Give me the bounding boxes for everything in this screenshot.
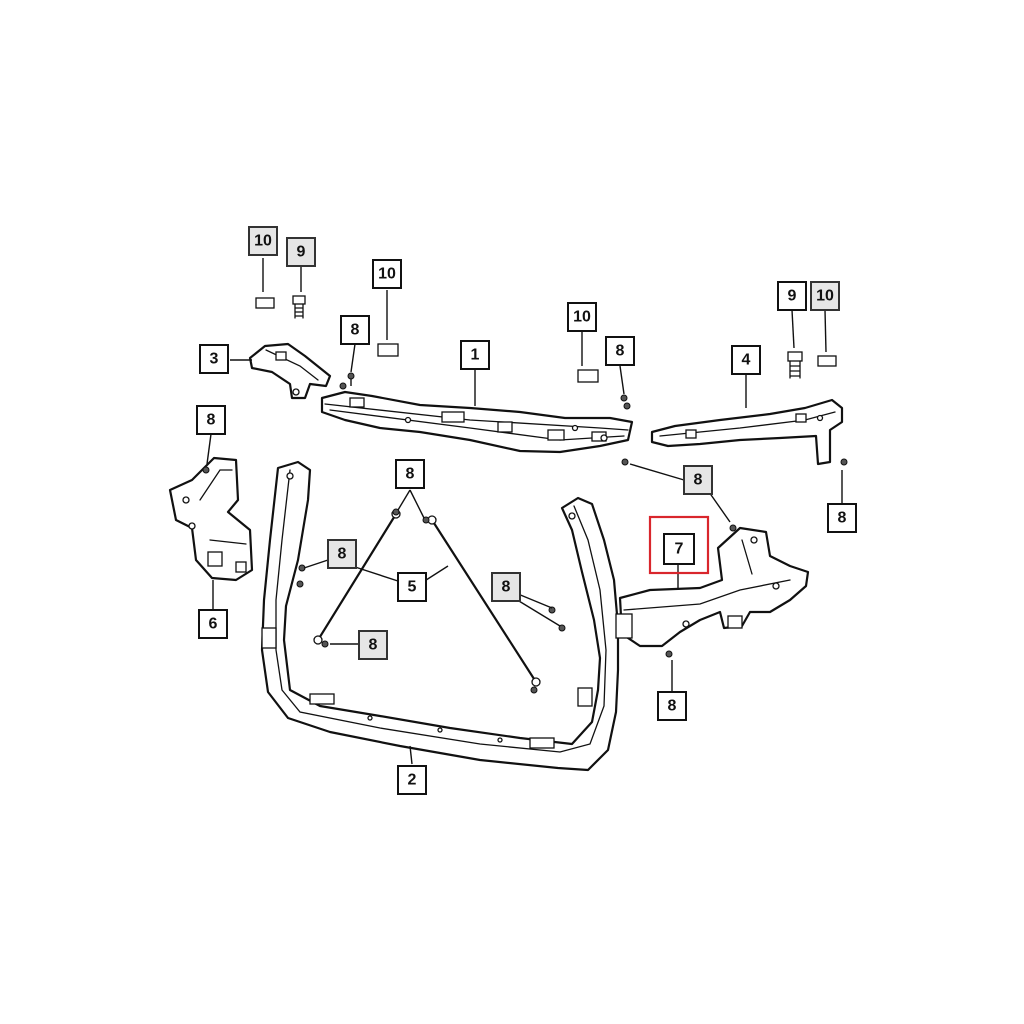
- svg-text:10: 10: [378, 266, 396, 283]
- svg-text:3: 3: [210, 351, 219, 368]
- clip-10-left: [255, 297, 275, 309]
- screw-8-rod-right: [530, 686, 538, 694]
- callout-4: 4: [731, 345, 761, 375]
- svg-text:8: 8: [338, 546, 347, 563]
- svg-text:6: 6: [209, 616, 218, 633]
- part-3-left-upper-bracket: [248, 342, 332, 400]
- callout-9: 9: [286, 237, 316, 267]
- screw-8-rod-left: [321, 640, 329, 648]
- svg-text:7: 7: [675, 541, 684, 558]
- svg-text:8: 8: [694, 472, 703, 489]
- svg-text:10: 10: [816, 288, 834, 305]
- screw-8-right-bracket: [840, 458, 848, 466]
- callout-10: 10: [372, 259, 402, 289]
- screw-8-part7-bottom: [665, 650, 673, 658]
- callout-8: 8: [327, 539, 357, 569]
- part-5-support-rods: [313, 509, 541, 687]
- callout-3: 3: [199, 344, 229, 374]
- callout-8: 8: [657, 691, 687, 721]
- screw-8-rod-top-left: [392, 508, 400, 516]
- svg-text:1: 1: [471, 347, 480, 364]
- clip-10-center-left: [377, 343, 399, 357]
- leader-lines: [206, 258, 843, 765]
- svg-text:8: 8: [668, 698, 677, 715]
- screw-8-top-right: [620, 394, 631, 410]
- part-4-right-upper-bracket: [650, 398, 844, 466]
- svg-text:8: 8: [207, 412, 216, 429]
- screw-8-top-left: [339, 372, 355, 390]
- part-2-lower-frame: [260, 460, 620, 772]
- svg-text:10: 10: [573, 309, 591, 326]
- callout-8: 8: [395, 459, 425, 489]
- callout-labels: 10 9 10 8 3 1 10 8 4 9 10 8 8 8 8 7 8 5 …: [196, 226, 857, 795]
- part-6-left-lower-bracket: [168, 456, 254, 582]
- callout-1: 1: [460, 340, 490, 370]
- svg-text:8: 8: [616, 343, 625, 360]
- svg-text:8: 8: [351, 322, 360, 339]
- callout-7: 7: [648, 515, 710, 575]
- screw-8-frame-left-lower: [296, 580, 304, 588]
- svg-text:8: 8: [406, 466, 415, 483]
- svg-text:9: 9: [297, 244, 306, 261]
- callout-8: 8: [491, 572, 521, 602]
- callout-2: 2: [397, 765, 427, 795]
- screw-8-rod-top-right: [422, 516, 430, 524]
- svg-text:8: 8: [838, 510, 847, 527]
- callout-8: 8: [683, 465, 713, 495]
- callout-8: 8: [196, 405, 226, 435]
- callout-8: 8: [340, 315, 370, 345]
- callout-6: 6: [198, 609, 228, 639]
- callout-5: 5: [397, 572, 427, 602]
- svg-text:4: 4: [742, 352, 751, 369]
- screw-8-left-bracket: [202, 466, 210, 474]
- callout-8: 8: [605, 336, 635, 366]
- screw-8-part7-top: [729, 524, 737, 532]
- callout-9: 9: [777, 281, 807, 311]
- part-1-upper-crossmember: [320, 390, 634, 454]
- screw-8-frame-right-lower: [558, 624, 566, 632]
- clip-10-right: [817, 355, 837, 367]
- svg-text:8: 8: [369, 637, 378, 654]
- bolt-9-left: [292, 295, 306, 319]
- fasteners: [202, 295, 848, 694]
- callout-10: 10: [248, 226, 278, 256]
- svg-text:9: 9: [788, 288, 797, 305]
- screw-8-frame-right-upper: [548, 606, 556, 614]
- callout-10: 10: [567, 302, 597, 332]
- screw-8-frame-right: [621, 458, 629, 466]
- bolt-9-right: [787, 351, 803, 379]
- callout-10: 10: [810, 281, 840, 311]
- svg-text:10: 10: [254, 233, 272, 250]
- callout-8: 8: [358, 630, 388, 660]
- highlight-frame: [648, 515, 710, 575]
- svg-text:5: 5: [408, 579, 417, 596]
- svg-text:8: 8: [502, 579, 511, 596]
- clip-10-center-right: [577, 369, 599, 383]
- callout-8: 8: [827, 503, 857, 533]
- part-7-right-lower-bracket: [615, 526, 810, 648]
- svg-text:2: 2: [408, 772, 417, 789]
